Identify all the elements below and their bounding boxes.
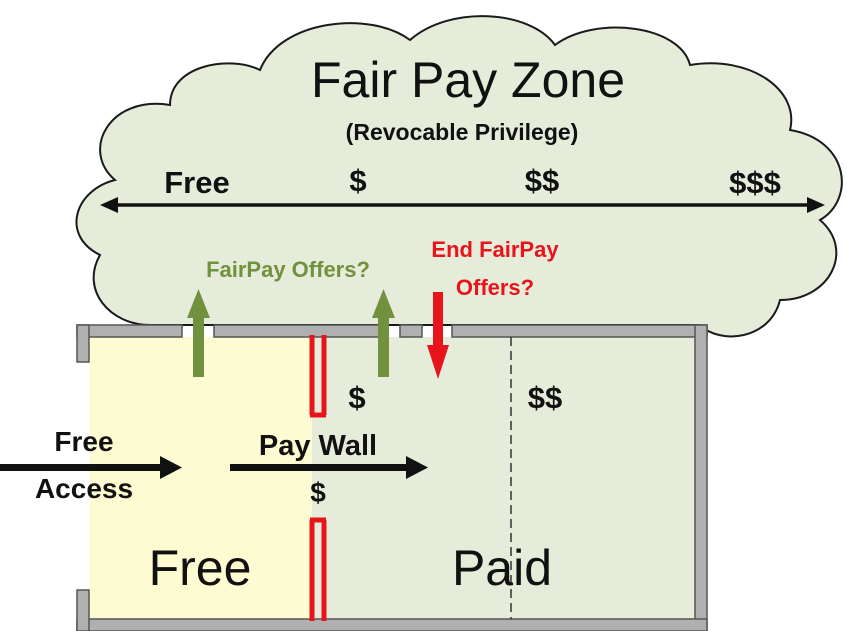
scale-label-2: $$ bbox=[525, 163, 559, 198]
fairpay-offers-label: FairPay Offers? bbox=[206, 257, 370, 282]
zone-title: Fair Pay Zone bbox=[311, 52, 625, 108]
end-fairpay-arrow bbox=[427, 292, 449, 379]
fairpay-offer-arrow-2 bbox=[372, 289, 395, 377]
end-fairpay-label-line1: End FairPay bbox=[431, 237, 559, 262]
free-access-label-line2: Access bbox=[35, 473, 133, 504]
paid-price-2: $$ bbox=[528, 380, 562, 415]
pay-wall-label: Pay Wall bbox=[259, 430, 377, 462]
paid-room-label: Paid bbox=[452, 540, 552, 596]
zone-subtitle: (Revocable Privilege) bbox=[346, 119, 579, 145]
scale-label-1: $ bbox=[349, 163, 366, 198]
wall-price: $ bbox=[310, 477, 326, 508]
pay-wall-arrow bbox=[230, 456, 428, 479]
fair-pay-cloud bbox=[75, 15, 843, 338]
building-walls bbox=[76, 324, 708, 631]
paid-price-1: $ bbox=[348, 380, 365, 415]
scale-label-3: $$$ bbox=[729, 165, 781, 200]
pay-wall bbox=[309, 335, 327, 621]
free-access-label-line1: Free bbox=[54, 426, 113, 457]
end-fairpay-label-line2: Offers? bbox=[456, 275, 534, 300]
paid-room bbox=[312, 337, 695, 619]
price-scale-arrow bbox=[100, 197, 825, 213]
free-room bbox=[90, 337, 312, 619]
fairpay-offer-arrow-1 bbox=[187, 289, 210, 377]
scale-label-free: Free bbox=[164, 165, 229, 200]
free-room-label: Free bbox=[149, 540, 252, 596]
free-access-arrow bbox=[0, 456, 182, 479]
